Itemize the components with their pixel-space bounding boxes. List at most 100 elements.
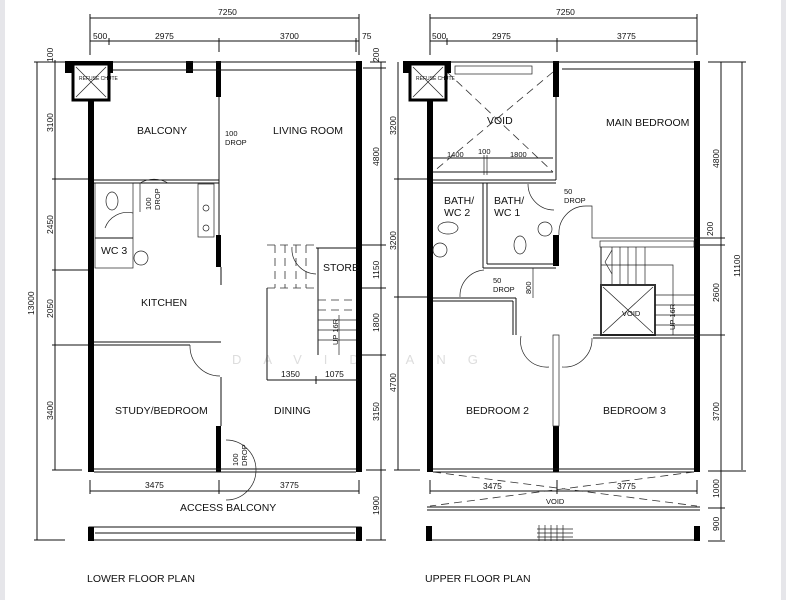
staircase: UP 16R xyxy=(599,240,695,336)
dim: 500 xyxy=(432,31,446,41)
room-store: STORE xyxy=(323,262,359,274)
dim: 75 xyxy=(362,31,372,41)
dim: 3200 xyxy=(388,231,398,250)
dim-total-height: 11100 xyxy=(732,254,742,277)
room-study-bedroom: STUDY/BEDROOM xyxy=(115,405,208,417)
toilet-icon xyxy=(513,235,527,255)
drop-note: DROP xyxy=(153,188,162,210)
door-swing-icon xyxy=(104,212,134,229)
room-void-bottom: VOID xyxy=(546,497,565,506)
room-bath-wc1: BATH/ xyxy=(494,195,524,207)
dim: 4700 xyxy=(388,373,398,392)
drop-note: 100 xyxy=(225,129,238,138)
dim: 800 xyxy=(524,281,533,294)
room-void: VOID xyxy=(487,115,513,127)
dim: 100 xyxy=(478,147,491,156)
dim: 3100 xyxy=(45,113,55,132)
dim: 100 xyxy=(45,48,55,62)
room-kitchen: KITCHEN xyxy=(141,297,187,309)
grille-icon xyxy=(537,525,573,541)
stair-label: UP 16R xyxy=(331,318,340,345)
dim: 2975 xyxy=(155,31,174,41)
dim: 3775 xyxy=(280,480,299,490)
upper-floor-plan: 7250 500 2975 3775 3200 3200 4700 4800 2… xyxy=(388,7,746,585)
dim-total-height: 13000 xyxy=(26,291,36,315)
dim: 3700 xyxy=(711,402,721,421)
lower-floor-title: LOWER FLOOR PLAN xyxy=(87,573,195,585)
chute-label: REFUSE CHUTE xyxy=(79,76,119,82)
staircase: UP 16R xyxy=(266,244,356,380)
dim: 4800 xyxy=(371,147,381,166)
dim: 900 xyxy=(711,517,721,531)
dim: 2450 xyxy=(45,215,55,234)
dim: 1900 xyxy=(371,496,381,515)
door-swing-icon xyxy=(527,183,555,211)
dim: 3150 xyxy=(371,402,381,421)
dim: 500 xyxy=(93,31,107,41)
door-swing-icon xyxy=(189,344,221,377)
room-living-room: LIVING ROOM xyxy=(273,125,343,137)
door-swing-icon xyxy=(459,269,485,298)
dim: 1150 xyxy=(371,260,381,279)
sink-icon xyxy=(197,183,215,238)
room-bedroom-2: BEDROOM 2 xyxy=(466,405,529,417)
dim: 200 xyxy=(705,222,715,236)
lower-floor-plan: 7250 500 2975 3700 75 13000 100 3100 245… xyxy=(26,7,386,585)
dim: 1800 xyxy=(371,313,381,332)
dim: 1000 xyxy=(711,479,721,498)
dim: 2600 xyxy=(711,283,721,302)
basin-icon xyxy=(537,221,553,237)
dim-total-width: 7250 xyxy=(556,7,575,17)
room-wc3: WC 3 xyxy=(101,245,127,257)
room-access-balcony: ACCESS BALCONY xyxy=(180,502,276,514)
upper-floor-title: UPPER FLOOR PLAN xyxy=(425,573,531,585)
dim: 2050 xyxy=(45,299,55,318)
door-swing-icon xyxy=(558,205,697,239)
watermark: DAVID ANG xyxy=(232,352,500,367)
dim: 3775 xyxy=(617,31,636,41)
void-bottom xyxy=(426,471,700,541)
toilet-icon xyxy=(437,221,459,235)
drop-note: DROP xyxy=(564,196,586,205)
right-edge xyxy=(781,0,786,600)
void-upper xyxy=(432,71,554,175)
drop-note: 50 xyxy=(493,276,501,285)
drop-note: DROP xyxy=(225,138,247,147)
dim-total-width: 7250 xyxy=(218,7,237,17)
room-main-bedroom: MAIN BEDROOM xyxy=(606,117,689,129)
drop-note: DROP xyxy=(493,285,515,294)
dim: 3200 xyxy=(388,116,398,135)
drop-note: 100 xyxy=(231,453,240,466)
dim: 1400 xyxy=(447,150,464,159)
room-bedroom-3: BEDROOM 3 xyxy=(603,405,666,417)
door-swing-icon xyxy=(520,335,593,368)
basin-icon xyxy=(133,250,149,266)
drop-note: 50 xyxy=(564,187,572,196)
basin-icon xyxy=(432,242,448,258)
door-swing-icon xyxy=(139,178,169,212)
room-balcony: BALCONY xyxy=(137,125,187,137)
dim: 4800 xyxy=(711,149,721,168)
room-dining: DINING xyxy=(274,405,311,417)
room-bath-wc1: WC 1 xyxy=(494,207,520,219)
drop-note: 100 xyxy=(144,197,153,210)
stair-label: UP 16R xyxy=(668,303,677,330)
chute-label: REFUSE CHUTE xyxy=(416,76,456,82)
room-bath-wc2: BATH/ xyxy=(444,195,474,207)
dim: 3400 xyxy=(45,401,55,420)
dim: 3475 xyxy=(145,480,164,490)
dim: 1350 xyxy=(281,369,300,379)
dim: 200 xyxy=(371,48,381,62)
dim: 1075 xyxy=(325,369,344,379)
left-edge xyxy=(0,0,5,600)
room-void-stair: VOID xyxy=(622,309,641,318)
room-bath-wc2: WC 2 xyxy=(444,207,470,219)
dim: 1800 xyxy=(510,150,527,159)
dim: 3775 xyxy=(617,481,636,491)
drop-note: DROP xyxy=(240,444,249,466)
refuse-chute: REFUSE CHUTE xyxy=(403,61,456,102)
dim: 2975 xyxy=(492,31,511,41)
toilet-icon xyxy=(105,191,119,211)
dim: 3475 xyxy=(483,481,502,491)
